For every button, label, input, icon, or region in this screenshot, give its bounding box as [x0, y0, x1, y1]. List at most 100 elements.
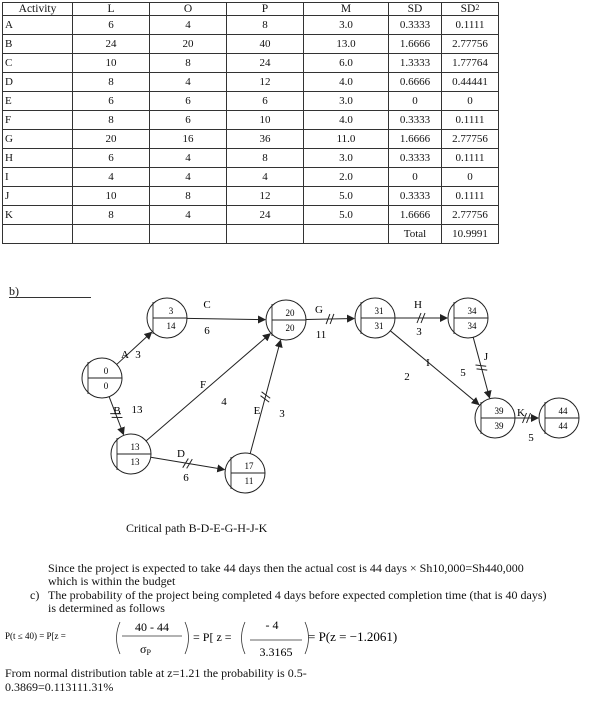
activity-label-k: K [517, 407, 525, 419]
activity-label-i: I [426, 357, 430, 369]
cell-sd: 0.3333 [388, 15, 442, 35]
cell-sd-squared: 2.77756 [441, 205, 499, 225]
activity-duration-i: 2 [404, 371, 410, 383]
cell-l: 8 [72, 110, 150, 130]
cell-sd-squared: 10.9991 [441, 224, 499, 244]
activity-arrow-c [186, 315, 267, 324]
formula-numerator: 40 - 44 [135, 620, 169, 634]
event-node-n6: 34 34 [447, 297, 489, 339]
activity-arrow-d [150, 456, 226, 473]
cell-m: 4.0 [303, 110, 389, 130]
critical-marker [182, 458, 189, 468]
cell-o: 16 [149, 129, 227, 149]
activity-label-a: A [121, 349, 129, 361]
cell-activity: A [2, 15, 73, 35]
cell-o: 4 [149, 15, 227, 35]
cell-o: 20 [149, 34, 227, 54]
activity-label-f: F [200, 379, 206, 391]
section-c-line-2: is determined as follows [48, 601, 165, 615]
cell-p: 24 [226, 205, 304, 225]
cell-l: 6 [72, 91, 150, 111]
cell-sd-squared: 0.1111 [441, 110, 499, 130]
latest-time: 20 [286, 323, 296, 333]
cell-m [303, 224, 389, 244]
cell-l: 8 [72, 72, 150, 92]
cell-p: 12 [226, 186, 304, 206]
conclusion-line-2: 0.3869=0.113111.31% [5, 680, 114, 694]
activity-arrow-j [472, 337, 492, 399]
latest-time: 13 [131, 457, 141, 467]
cell-p: 40 [226, 34, 304, 54]
cell-m: 5.0 [303, 186, 389, 206]
cell-m: 2.0 [303, 167, 389, 187]
cell-m: 11.0 [303, 129, 389, 149]
cell-activity: C [2, 53, 73, 73]
probability-formula: P(t ≤ 40) = P[z = 40 - 44 σP = P[ z = - … [5, 618, 397, 659]
cell-m: 4.0 [303, 72, 389, 92]
cell-o: 4 [149, 205, 227, 225]
formula-numerator-2: - 4 [266, 618, 279, 632]
section-c-label: c) [30, 588, 40, 602]
cell-activity: F [2, 110, 73, 130]
critical-marker [325, 313, 331, 325]
critical-path-text: Critical path B-D-E-G-H-J-K [126, 521, 268, 535]
header-activity: Activity [2, 2, 73, 16]
activity-duration-d: 6 [183, 472, 189, 484]
cell-o: 8 [149, 53, 227, 73]
latest-time: 0 [104, 381, 109, 391]
cell-sd: Total [388, 224, 442, 244]
latest-time: 14 [167, 321, 177, 331]
cell-p: 8 [226, 15, 304, 35]
latest-time: 31 [375, 321, 384, 331]
cell-sd: 0.3333 [388, 148, 442, 168]
cell-sd: 0 [388, 167, 442, 187]
header-o: O [149, 2, 227, 16]
header-m: M [303, 2, 389, 16]
cell-m: 13.0 [303, 34, 389, 54]
earliest-time: 0 [104, 366, 109, 376]
cell-activity: E [2, 91, 73, 111]
cell-sd: 1.6666 [388, 205, 442, 225]
activity-duration-h: 3 [416, 326, 422, 338]
cell-l: 10 [72, 53, 150, 73]
cell-sd: 0 [388, 91, 442, 111]
cell-o: 4 [149, 167, 227, 187]
cell-m: 3.0 [303, 15, 389, 35]
cell-m: 5.0 [303, 205, 389, 225]
cell-activity: K [2, 205, 73, 225]
section-b-label: b) [9, 284, 19, 298]
earliest-time: 34 [468, 306, 478, 316]
section-b-underline [9, 297, 91, 298]
critical-marker [260, 395, 270, 403]
paragraph-line-2: which is within the budget [48, 574, 176, 588]
cell-sd: 1.3333 [388, 53, 442, 73]
activity-arrow-e [249, 339, 283, 454]
cell-sd-squared: 0 [441, 167, 499, 187]
activity-duration-c: 6 [204, 325, 210, 337]
latest-time: 34 [468, 321, 478, 331]
cell-sd: 1.6666 [388, 129, 442, 149]
cell-m: 3.0 [303, 91, 389, 111]
cell-l: 6 [72, 148, 150, 168]
cell-o [149, 224, 227, 244]
cell-p: 10 [226, 110, 304, 130]
cell-activity: I [2, 167, 73, 187]
activity-arrow-a [116, 331, 153, 365]
critical-marker [186, 458, 193, 469]
header-l: L [72, 2, 150, 16]
cell-sd-squared: 0.1111 [441, 15, 499, 35]
cell-sd-squared: 1.77764 [441, 53, 499, 73]
cell-p: 6 [226, 91, 304, 111]
cell-l: 4 [72, 167, 150, 187]
formula-denominator-2: 3.3165 [260, 645, 293, 659]
activity-label-j: J [484, 351, 489, 363]
